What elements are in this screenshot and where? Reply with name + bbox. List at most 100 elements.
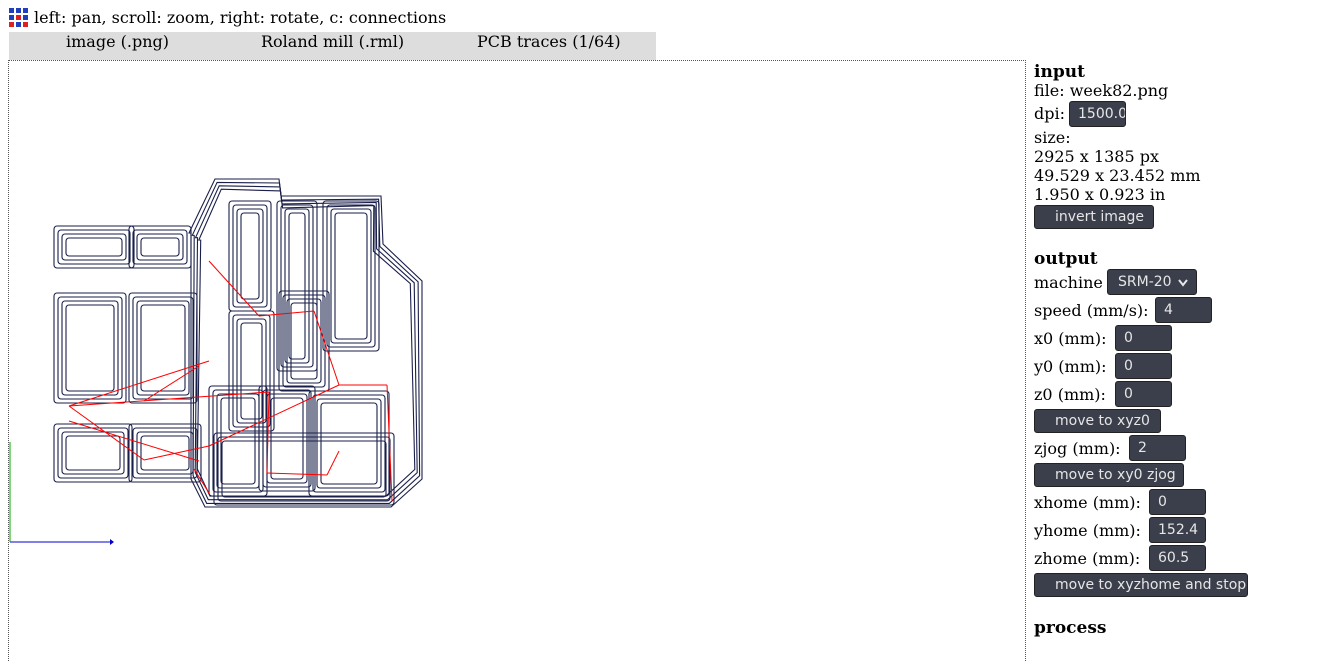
toolpath-contour — [188, 178, 423, 508]
connection-line — [143, 445, 210, 461]
toolpath-contour — [53, 292, 127, 404]
tab-pcb-traces[interactable]: PCB traces (1/64) — [477, 32, 621, 51]
xhome-input[interactable]: 0 — [1149, 489, 1206, 515]
tab-roland-mill-rml[interactable]: Roland mill (.rml) — [261, 32, 405, 51]
z0-input[interactable]: 0 — [1115, 381, 1172, 407]
toolpath-contour — [322, 200, 380, 352]
toolpath-contour — [140, 435, 190, 471]
y0-label: y0 (mm): — [1034, 357, 1107, 376]
toolpath-contour — [326, 204, 376, 348]
mods-grid-icon — [9, 7, 28, 27]
dpi-input[interactable]: 1500.0 — [1069, 101, 1126, 127]
toolpath-contour — [262, 389, 312, 488]
connection-lines — [68, 260, 393, 502]
process-heading: process — [1034, 618, 1107, 638]
connection-line — [258, 310, 315, 317]
toolpath-contour — [232, 314, 271, 428]
toolpath-contour — [266, 393, 308, 484]
toolpath-contour — [330, 208, 372, 344]
zhome-input[interactable]: 60.5 — [1149, 545, 1206, 571]
toolpath-contour — [316, 398, 382, 489]
connection-line — [266, 391, 270, 474]
toolpath-contour — [334, 212, 368, 340]
toolpath-contour — [217, 436, 391, 502]
toolpath-contour — [270, 397, 304, 480]
toolpath-contour — [140, 304, 186, 392]
zjog-label: zjog (mm): — [1034, 439, 1121, 458]
header-hint: left: pan, scroll: zoom, right: rotate, … — [9, 7, 446, 27]
move-to-xy0-zjog-button[interactable]: move to xy0 zjog — [1034, 463, 1184, 487]
size-in: 1.950 x 0.923 in — [1034, 185, 1166, 204]
x-axis-arrow-icon — [110, 539, 114, 545]
zjog-input[interactable]: 2 — [1129, 435, 1186, 461]
input-heading: input — [1034, 62, 1085, 82]
input-file: file: week82.png — [1034, 81, 1169, 100]
toolpath-contour — [136, 233, 184, 261]
dpi-label: dpi: — [1034, 104, 1065, 123]
move-to-xyzhome-button[interactable]: move to xyzhome and stop — [1034, 573, 1248, 597]
toolpath-contour — [128, 423, 202, 483]
toolpath-traces — [53, 178, 423, 508]
toolpath-contour — [196, 188, 416, 497]
connection-line — [68, 360, 210, 407]
toolpath-contour — [132, 229, 188, 265]
speed-input[interactable]: 4 — [1155, 297, 1212, 323]
toolpath-contour — [221, 440, 387, 498]
move-to-xyz0-button[interactable]: move to xyz0 — [1034, 409, 1161, 433]
connection-line — [313, 310, 340, 386]
toolpath-contour — [53, 423, 133, 483]
yhome-label: yhome (mm): — [1034, 521, 1141, 540]
toolpath-contour — [236, 318, 267, 424]
toolpath-contour — [290, 302, 318, 380]
speed-label: speed (mm/s): — [1034, 301, 1149, 320]
tab-image-png[interactable]: image (.png) — [66, 32, 169, 51]
output-heading: output — [1034, 249, 1098, 269]
machine-value: SRM-20 — [1118, 274, 1172, 290]
invert-image-button[interactable]: invert image — [1034, 205, 1154, 229]
toolpath-contour — [276, 200, 318, 372]
connection-line — [266, 472, 328, 476]
x0-input[interactable]: 0 — [1115, 325, 1172, 351]
toolpath-contour — [65, 435, 121, 471]
toolpath-contour — [320, 402, 378, 485]
xhome-label: xhome (mm): — [1034, 493, 1141, 512]
toolpath-contour — [228, 310, 275, 432]
toolpath-contour — [280, 204, 314, 368]
toolpath-contour — [57, 229, 131, 265]
connection-line — [326, 450, 340, 476]
toolpath-contour — [191, 181, 421, 504]
toolpath-contour — [236, 208, 264, 304]
toolpath-contour — [61, 431, 125, 475]
toolpath-contour — [132, 296, 194, 400]
toolpath-contour — [284, 208, 310, 364]
toolpath-contour — [213, 432, 395, 506]
size-px: 2925 x 1385 px — [1034, 147, 1159, 166]
connection-line — [68, 391, 270, 407]
zhome-label: zhome (mm): — [1034, 549, 1141, 568]
chevron-down-icon — [1178, 279, 1188, 287]
toolpath-contour — [65, 304, 115, 392]
toolpath-contour — [65, 237, 123, 257]
x0-label: x0 (mm): — [1034, 329, 1107, 348]
connection-line — [386, 384, 393, 502]
toolpath-contour — [240, 322, 263, 420]
machine-select[interactable]: SRM-20 — [1107, 269, 1197, 295]
toolpath-contour — [128, 225, 192, 269]
machine-label: machine — [1034, 273, 1103, 292]
toolpath-contour — [228, 200, 272, 312]
toolpath-contour — [57, 296, 123, 400]
toolpath-contour — [61, 233, 127, 261]
connection-line — [208, 260, 260, 317]
z0-label: z0 (mm): — [1034, 385, 1106, 404]
toolpath-contour — [312, 394, 386, 493]
toolpath-view[interactable] — [8, 60, 1026, 661]
yhome-input[interactable]: 152.4 — [1149, 517, 1206, 543]
connection-line — [68, 420, 200, 462]
hint-text: left: pan, scroll: zoom, right: rotate, … — [34, 7, 447, 27]
toolpath-canvas[interactable] — [9, 61, 1025, 641]
connection-line — [143, 365, 200, 402]
toolpath-contour — [128, 292, 198, 404]
tab-bar: image (.png) Roland mill (.rml) PCB trac… — [9, 32, 656, 60]
toolpath-contour — [136, 431, 194, 475]
y0-input[interactable]: 0 — [1115, 353, 1172, 379]
